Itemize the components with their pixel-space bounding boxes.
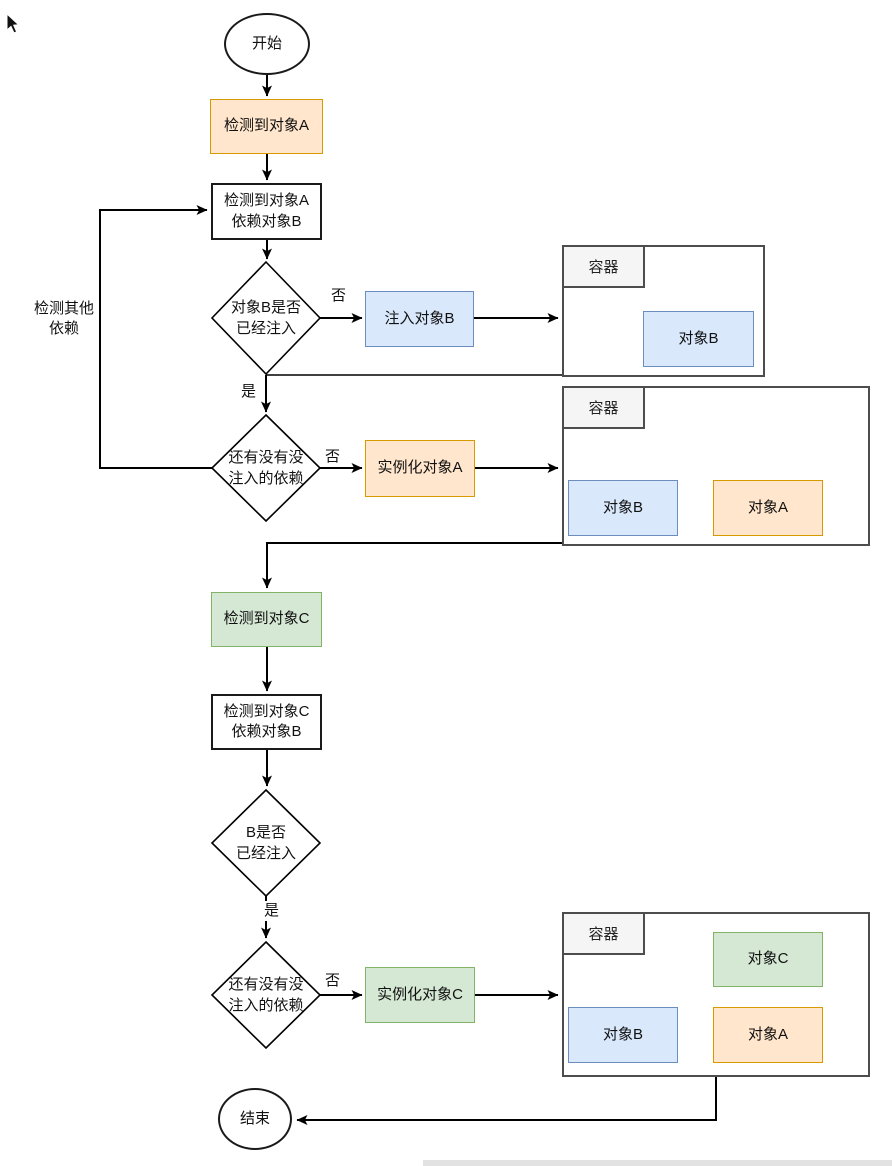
edge-label-no-1: 否 — [329, 286, 349, 307]
decision-b-injected-2-shape — [210, 788, 322, 898]
container-2-title-tab: 容器 — [562, 386, 645, 429]
decision-b-injected-label: 对象B是否 已经注入 — [230, 299, 301, 337]
end-node: 结束 — [218, 1088, 292, 1150]
decision-b-injected-shape — [210, 260, 322, 376]
detect-c-dependency-node: 检测到对象C 依赖对象B — [211, 694, 322, 750]
container-3-object-b: 对象B — [568, 1007, 678, 1063]
container-3-object-a: 对象A — [713, 1007, 823, 1063]
decision-remaining-a-label: 还有没有没 注入的依赖 — [228, 449, 304, 487]
container-3-title-tab: 容器 — [562, 912, 645, 955]
start-node: 开始 — [224, 13, 310, 75]
detect-object-a-node: 检测到对象A — [210, 99, 323, 154]
container-1-object-b: 对象B — [643, 311, 754, 367]
detect-a-dependency-node: 检测到对象A 依赖对象B — [211, 183, 322, 240]
edge-loop-back-other-deps — [99, 205, 212, 469]
decision-remaining-c-label: 还有没有没 注入的依赖 — [228, 976, 304, 1014]
edge-container3-to-end — [296, 1077, 717, 1125]
decision-remaining-c-shape — [210, 940, 322, 1050]
horizontal-scrollbar[interactable] — [423, 1160, 892, 1166]
edge-label-yes-2: 是 — [262, 901, 282, 922]
decision-b-injected-2-label: B是否 已经注入 — [235, 824, 296, 862]
mouse-cursor-icon — [6, 13, 20, 34]
detect-object-c-node: 检测到对象C — [211, 592, 322, 647]
container-2-object-b: 对象B — [568, 480, 678, 536]
container-3-object-c: 对象C — [713, 932, 823, 987]
edge-label-loop-back: 检测其他 依赖 — [33, 300, 94, 338]
instantiate-object-a-node: 实例化对象A — [365, 440, 475, 497]
edge-label-no-2: 否 — [323, 447, 343, 468]
inject-object-b-node: 注入对象B — [365, 291, 474, 347]
instantiate-object-c-node: 实例化对象C — [365, 967, 475, 1023]
container-1-title-tab: 容器 — [562, 245, 645, 288]
container-2-object-a: 对象A — [713, 480, 823, 536]
edge-label-yes-1: 是 — [239, 382, 259, 403]
decision-remaining-a-shape — [210, 413, 322, 523]
edge-container2-to-detect-c — [262, 536, 566, 589]
edge-label-no-3: 否 — [323, 971, 343, 992]
